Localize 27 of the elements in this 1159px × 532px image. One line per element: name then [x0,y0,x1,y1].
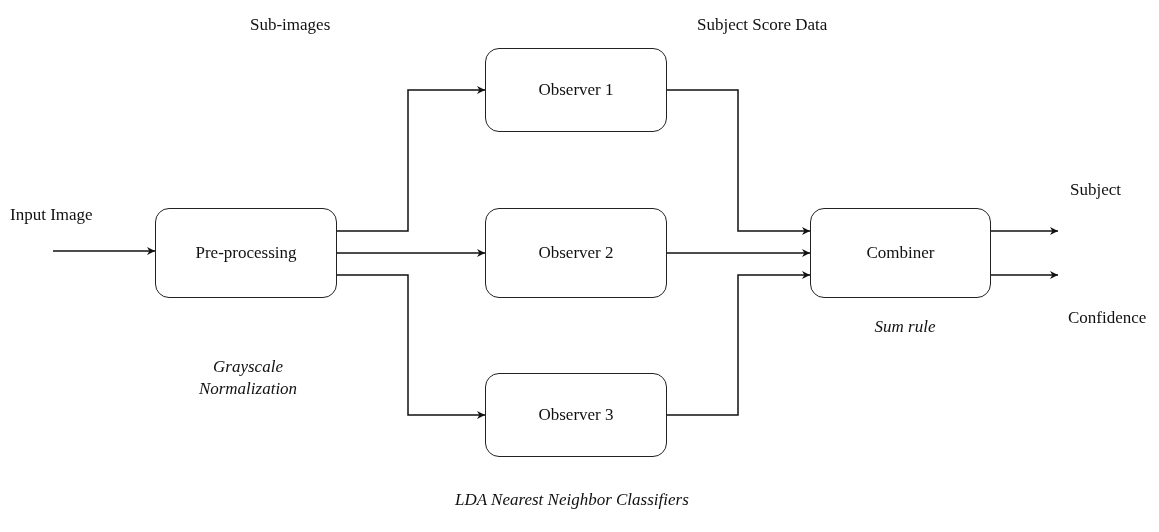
node-caption: Grayscale Normalization [197,356,299,401]
box-label: Pre-processing [195,243,297,263]
group-caption: LDA Nearest Neighbor Classifiers [455,490,689,510]
column-heading: Sub-images [250,15,331,35]
process-box [485,48,667,132]
edge-label: Subject [1070,180,1121,200]
arrow [990,227,1059,235]
arrow [52,247,156,255]
process-box [810,208,991,298]
arrow [336,86,486,232]
edge-label: Input Image [10,205,93,225]
box-label: Combiner [866,243,935,263]
box-label: Observer 2 [538,243,614,263]
node-caption: Sum rule [873,316,937,338]
arrow [990,271,1059,279]
box-label: Observer 3 [538,405,614,425]
box-label: Observer 1 [538,80,614,100]
edge-label: Confidence [1068,308,1147,328]
arrow [666,89,811,235]
arrow [666,249,811,257]
process-box [485,208,667,298]
arrow [666,271,811,416]
arrow [336,249,486,257]
process-box [485,373,667,457]
arrow [336,274,486,419]
column-heading: Subject Score Data [697,15,828,35]
process-box [155,208,337,298]
